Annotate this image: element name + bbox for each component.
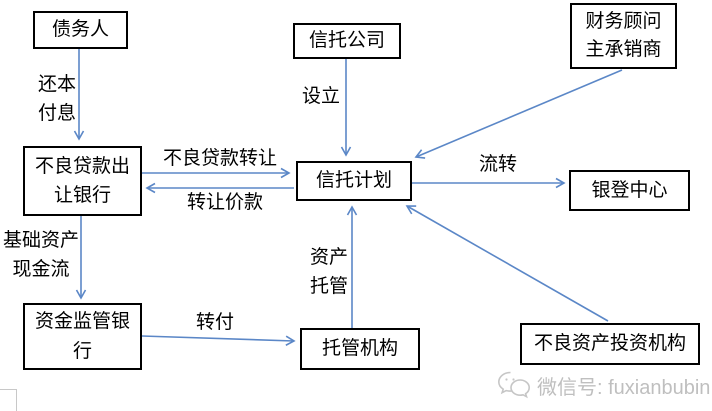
watermark: 微信号: fuxianbubin [497,370,710,400]
edge-label-npl-transfer: 不良贷款转让 [162,148,277,169]
corner-box-fragment [0,389,17,411]
edge-label-asset-custody: 资产 托管 [309,247,348,297]
arrow-advisor-to-trust-plan [414,69,623,159]
edge-label-transfer-price: 转让价款 [187,192,264,213]
node-fund-supervision-bank: 资金监管银 行 [23,303,142,370]
node-bank-registration-center: 银登中心 [569,170,690,211]
node-custodian: 托管机构 [300,328,420,370]
wechat-icon [497,370,531,400]
edge-label-circulation: 流转 [479,154,518,175]
edge-label-forward-payment: 转付 [196,312,235,333]
watermark-text: 微信号: fuxianbubin [537,376,711,399]
node-trust-plan: 信托计划 [296,161,412,201]
arrow-fund-bank-to-custodian [141,335,296,346]
node-debtor: 债务人 [33,11,128,49]
edge-label-underlying-asset-cashflow: 基础资产 现金流 [2,230,79,280]
node-npl-investor: 不良资产投资机构 [520,323,700,365]
node-npl-transfer-bank: 不良贷款出 让银行 [23,146,142,216]
edge-label-repay-principal-interest: 还本 付息 [37,74,76,124]
edge-label-establish: 设立 [302,86,341,107]
node-trust-company: 信托公司 [293,23,401,59]
node-financial-advisor: 财务顾问 主承销商 [570,3,677,69]
arrow-investor-to-trust-plan [405,205,609,322]
